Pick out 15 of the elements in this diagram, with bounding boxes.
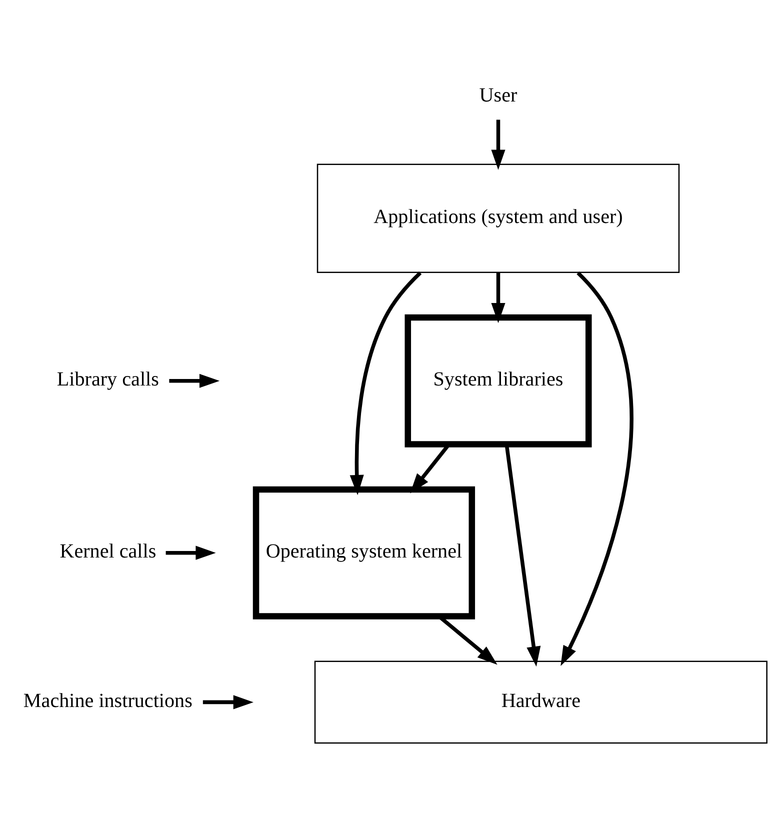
node-box: Applications (system and user) — [316, 163, 680, 272]
node-box: Hardware — [314, 660, 768, 744]
arrow — [560, 271, 634, 666]
node-text: User — [479, 84, 518, 106]
node-box: System libraries — [404, 314, 592, 447]
arrow — [166, 545, 216, 560]
arrow — [350, 271, 422, 495]
arrow — [491, 119, 506, 170]
node-text: Library calls — [56, 368, 159, 390]
arrow — [491, 272, 506, 323]
arrow — [202, 694, 254, 709]
node-text: Machine instructions — [23, 689, 192, 712]
node-box: Operating system kernel — [252, 486, 476, 619]
arrow — [169, 373, 220, 388]
node-text: Kernel calls — [60, 540, 156, 562]
